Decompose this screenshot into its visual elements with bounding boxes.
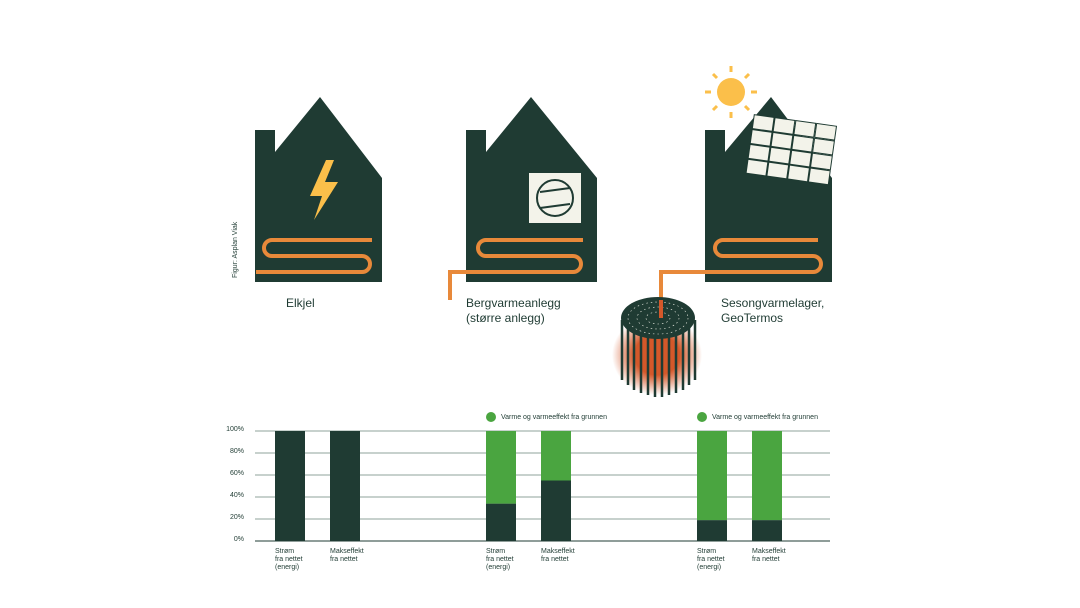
- bar-segment: [541, 431, 571, 481]
- legend-item: Varme og varmeeffekt fra grunnen: [486, 412, 607, 422]
- legend-swatch: [697, 412, 707, 422]
- floor-heating-pipe: [659, 238, 823, 318]
- borehole-storage-icon: [612, 297, 702, 397]
- bar-segment: [275, 431, 305, 541]
- floor-heating-pipe: [256, 238, 372, 274]
- category-label: Makseffekt fra nettet: [541, 548, 575, 563]
- y-tick-label: 60%: [229, 470, 244, 477]
- bar-segment: [330, 431, 360, 541]
- bar-segment: [486, 503, 516, 541]
- bar-segment: [486, 431, 516, 504]
- y-tick-label: 80%: [229, 448, 244, 455]
- legend-item: Varme og varmeeffekt fra grunnen: [697, 412, 818, 422]
- lightning-icon: [310, 160, 338, 220]
- system-label: Elkjel: [286, 296, 315, 310]
- bar-segment: [752, 431, 782, 521]
- y-tick-label: 20%: [229, 514, 244, 521]
- legend-label: Varme og varmeeffekt fra grunnen: [501, 413, 607, 421]
- bar-segment: [752, 520, 782, 541]
- house-elkjel: [255, 97, 382, 282]
- category-label: Makseffekt fra nettet: [752, 548, 786, 563]
- legend-swatch: [486, 412, 496, 422]
- heat-pump-icon: [529, 173, 581, 223]
- category-label: Strøm fra nettet (energi): [697, 548, 725, 571]
- floor-heating-pipe: [448, 238, 583, 300]
- system-label: Bergvarmeanlegg (større anlegg): [466, 296, 561, 325]
- category-label: Makseffekt fra nettet: [330, 548, 364, 563]
- system-label: Sesongvarmelager, GeoTermos: [721, 296, 825, 325]
- category-label: Strøm fra nettet (energi): [486, 548, 514, 571]
- house-sesongvarmelager: [659, 66, 838, 318]
- legend-label: Varme og varmeeffekt fra grunnen: [712, 413, 818, 421]
- sun-icon: [705, 66, 757, 118]
- y-tick-label: 40%: [229, 492, 244, 499]
- bar-segment: [697, 520, 727, 541]
- bar-segment: [541, 480, 571, 541]
- category-label: Strøm fra nettet (energi): [275, 548, 303, 571]
- y-tick-label: 0%: [233, 536, 244, 543]
- house-bergvarme: [448, 97, 597, 300]
- y-tick-label: 100%: [226, 426, 244, 433]
- bar-segment: [697, 431, 727, 521]
- solar-panel-icon: [745, 114, 838, 186]
